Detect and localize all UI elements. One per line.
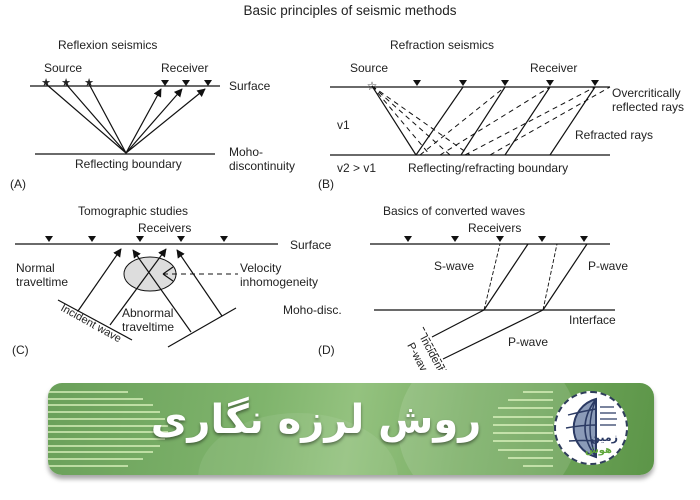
overcritical-label: Overcritically (612, 86, 681, 100)
interface-label: Interface (569, 313, 616, 327)
source-star-icon: ★ (41, 77, 51, 89)
panel-c (15, 243, 278, 348)
velocity-label: Velocity (240, 261, 281, 275)
logo-text-housh: هوش (584, 445, 612, 456)
source-star-icon: ★ (84, 77, 94, 89)
p-wave-label: P-wave (588, 259, 628, 273)
panel-c-markers (45, 236, 228, 242)
left-stripes (48, 391, 168, 467)
panel-c-title: Tomographic studies (78, 204, 188, 218)
panel-d (370, 243, 615, 370)
globe-icon (565, 397, 617, 459)
receiver-triangle-icon (177, 236, 185, 242)
figure-title: Basic principles of seismic methods (243, 3, 456, 18)
panel-b-label: (B) (318, 177, 334, 191)
panel-c-label: (C) (12, 343, 29, 357)
velocity-label-2: inhomogeneity (240, 275, 318, 289)
panel-a-label: (A) (10, 177, 26, 191)
receiver-label: Receiver (530, 61, 577, 75)
refracted-label: Refracted rays (575, 128, 653, 142)
moho-label: Moho-disc. (283, 303, 342, 317)
decorative-blob (398, 383, 578, 475)
source-star-icon: ☆ (367, 79, 378, 93)
source-star-icon: ★ (61, 77, 71, 89)
panel-a-markers: ★ ★ ★ (41, 77, 212, 89)
surface-label: Surface (290, 238, 332, 252)
seismic-methods-diagram: Basic principles of seismic methods ★ ★ … (10, 3, 684, 370)
moho-label-2: discontinuity (229, 159, 295, 173)
normal-traveltime-label-2: traveltime (16, 275, 68, 289)
v1-label: v1 (337, 118, 350, 132)
abnormal-traveltime-label: Abnormal (122, 306, 173, 320)
v2-label: v2 > v1 (337, 161, 376, 175)
receiver-triangle-icon (413, 80, 421, 86)
source-label: Source (350, 61, 388, 75)
title-banner: روش لرزه نگاری زمین هوش (48, 383, 654, 475)
boundary-label: Reflecting boundary (75, 157, 182, 171)
moho-label: Moho- (229, 145, 263, 159)
right-stripes (493, 391, 553, 467)
panel-d-label: (D) (318, 343, 335, 357)
panel-b (330, 85, 611, 156)
incident-wave-label: Incident wave (59, 302, 124, 345)
receiver-triangle-icon (204, 80, 212, 86)
source-label: Source (44, 61, 82, 75)
panel-b-title: Refraction seismics (390, 38, 494, 52)
receiver-triangle-icon (580, 236, 588, 242)
logo-text-zamin: زمین (590, 431, 618, 444)
receiver-triangle-icon (496, 236, 504, 242)
receiver-triangle-icon (546, 80, 554, 86)
receiver-triangle-icon (220, 236, 228, 242)
receiver-triangle-icon (501, 80, 509, 86)
receiver-triangle-icon (45, 236, 53, 242)
panel-d-markers (404, 236, 588, 242)
receivers-label: Receivers (138, 221, 191, 235)
panel-d-title: Basics of converted waves (383, 204, 525, 218)
receiver-triangle-icon (451, 236, 459, 242)
receivers-label: Receivers (468, 221, 521, 235)
normal-traveltime-label: Normal (16, 261, 55, 275)
receiver-triangle-icon (88, 236, 96, 242)
receiver-triangle-icon (161, 80, 169, 86)
zamin-housh-logo: زمین هوش (554, 391, 628, 465)
abnormal-traveltime-label-2: traveltime (122, 320, 174, 334)
surface-label: Surface (229, 79, 271, 93)
banner-title: روش لرزه نگاری (150, 397, 482, 443)
receiver-triangle-icon (182, 80, 190, 86)
boundary-label: Reflecting/refracting boundary (408, 161, 568, 175)
panel-b-markers: ☆ (367, 79, 599, 93)
panel-a-title: Reflexion seismics (58, 38, 157, 52)
receiver-triangle-icon (404, 236, 412, 242)
receiver-triangle-icon (538, 236, 546, 242)
p-wave-bottom-label: P-wave (508, 335, 548, 349)
receiver-triangle-icon (136, 236, 144, 242)
receiver-label: Receiver (161, 61, 208, 75)
overcritical-label-2: reflected rays (612, 100, 684, 114)
s-wave-label: S-wave (434, 259, 474, 273)
receiver-triangle-icon (459, 80, 467, 86)
receiver-triangle-icon (591, 80, 599, 86)
panel-a (30, 83, 220, 155)
